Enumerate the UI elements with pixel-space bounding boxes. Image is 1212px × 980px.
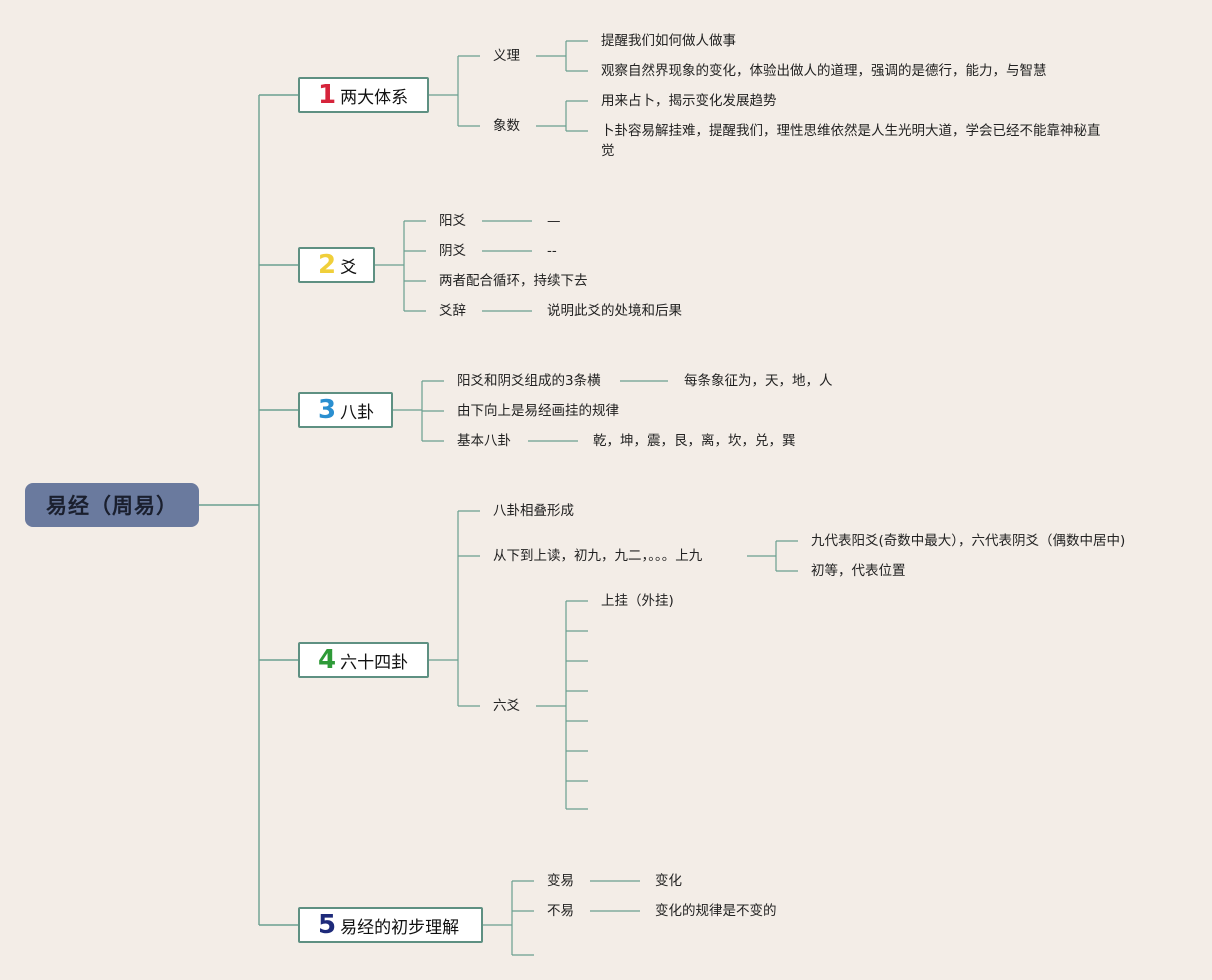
node-yili-1[interactable]: 提醒我们如何做人做事 <box>601 33 736 49</box>
node-bianyi-desc[interactable]: 变化 <box>655 873 682 889</box>
root-node[interactable]: 易经（周易） <box>25 483 199 527</box>
node-yaoci[interactable]: 爻辞 <box>439 303 466 319</box>
topic-label: 易经的初步理解 <box>340 917 460 938</box>
topic-label: 六十四卦 <box>340 652 409 673</box>
topic-two-systems[interactable]: 1 两大体系 <box>298 77 429 113</box>
topic-64-gua[interactable]: 4 六十四卦 <box>298 642 429 678</box>
node-yin-yao-symbol[interactable]: -- <box>547 243 557 259</box>
topic-understanding[interactable]: 5 易经的初步理解 <box>298 907 483 943</box>
node-upper-gua[interactable]: 上挂（外挂) <box>601 593 674 609</box>
node-three-lines[interactable]: 阳爻和阴爻组成的3条横 <box>457 373 601 389</box>
topic-number: 3 <box>318 395 337 425</box>
node-cycle[interactable]: 两者配合循环，持续下去 <box>439 273 588 289</box>
node-yang-yao[interactable]: 阳爻 <box>439 213 466 229</box>
node-yili[interactable]: 义理 <box>493 48 520 64</box>
node-six-yao[interactable]: 六爻 <box>493 698 520 714</box>
topic-bagua[interactable]: 3 八卦 <box>298 392 393 428</box>
node-position[interactable]: 初等，代表位置 <box>811 563 906 579</box>
node-yili-2[interactable]: 观察自然界现象的变化，体验出做人的道理，强调的是德行，能力，与智慧 <box>601 63 1047 79</box>
topic-number: 2 <box>318 250 337 280</box>
node-basic-bagua-list[interactable]: 乾，坤，震，艮，离，坎，兑，巽 <box>593 433 796 449</box>
node-xiangshu-2[interactable]: 卜卦容易解挂难，提醒我们，理性思维依然是人生光明大道，学会已经不能靠神秘直觉 <box>601 123 1101 159</box>
topic-yao[interactable]: 2 爻 <box>298 247 375 283</box>
node-bianyi[interactable]: 变易 <box>547 873 574 889</box>
node-nine-six[interactable]: 九代表阳爻(奇数中最大），六代表阴爻（偶数中居中) <box>811 533 1126 549</box>
node-yin-yao[interactable]: 阴爻 <box>439 243 466 259</box>
node-buyi-desc[interactable]: 变化的规律是不变的 <box>655 903 777 919</box>
topic-number: 5 <box>318 910 337 940</box>
topic-label: 爻 <box>340 257 358 278</box>
node-yang-yao-symbol[interactable]: — <box>547 213 561 229</box>
node-three-lines-desc[interactable]: 每条象征为，天，地，人 <box>684 373 833 389</box>
topic-number: 4 <box>318 645 337 675</box>
topic-label: 两大体系 <box>340 87 409 108</box>
node-read-order[interactable]: 从下到上读，初九，九二，。。。上九 <box>493 548 703 564</box>
root-label: 易经（周易） <box>46 494 178 518</box>
node-basic-bagua[interactable]: 基本八卦 <box>457 433 511 449</box>
node-stacked[interactable]: 八卦相叠形成 <box>493 503 574 519</box>
node-xiangshu-1[interactable]: 用来占卜，揭示变化发展趋势 <box>601 93 777 109</box>
topic-number: 1 <box>318 80 337 110</box>
topic-label: 八卦 <box>340 402 375 423</box>
node-buyi[interactable]: 不易 <box>547 903 574 919</box>
node-bottom-up[interactable]: 由下向上是易经画挂的规律 <box>457 403 619 419</box>
node-xiangshu[interactable]: 象数 <box>493 118 520 134</box>
node-yaoci-desc[interactable]: 说明此爻的处境和后果 <box>547 303 682 319</box>
